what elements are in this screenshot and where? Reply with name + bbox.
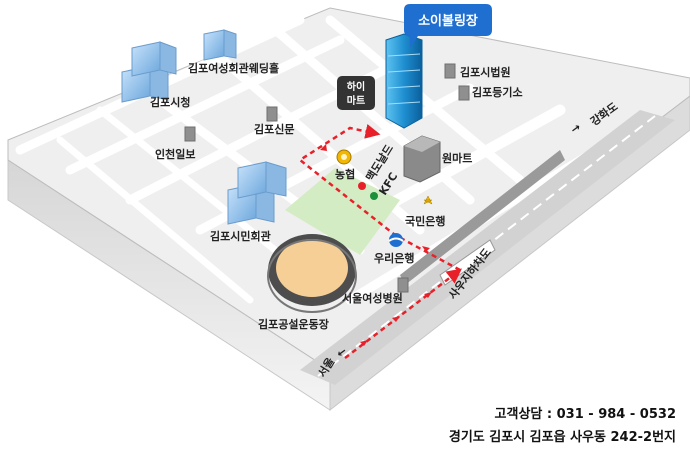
stadium: [267, 234, 357, 313]
contact-phone: 고객상담 : 031 - 984 - 0532: [494, 407, 676, 422]
label-incheon-ilbo: 인천일보: [155, 147, 195, 161]
label-one-mart: 원마트: [442, 151, 472, 165]
label-court: 김포시법원: [460, 65, 511, 79]
hi-mart-badge: 하이 마트: [337, 76, 375, 110]
venue-callout-label: 소이볼링장: [418, 13, 478, 29]
hi-mart-line1: 하이: [347, 80, 365, 93]
label-seoul-womens-hospital: 서울여성병원: [342, 291, 403, 305]
one-mart-building: [403, 135, 441, 183]
label-woori-bank: 우리은행: [374, 251, 414, 265]
bowling-tower: [385, 33, 423, 129]
label-nonghyup: 농협: [335, 167, 355, 181]
label-stadium: 김포공설운동장: [258, 317, 329, 331]
label-wedding-hall: 김포여성회관웨딩홀: [188, 61, 279, 75]
label-registry: 김포등기소: [472, 85, 523, 99]
woori-bank-icon: [388, 233, 404, 247]
label-citizens-hall: 김포시민회관: [210, 229, 271, 243]
kfc-marker-icon: [370, 192, 378, 200]
grey-building-markers: [184, 63, 470, 293]
citizens-hall-buildings: [227, 161, 287, 225]
venue-callout: 소이볼링장: [404, 4, 492, 48]
city-hall-buildings: [121, 29, 237, 103]
mcdonalds-marker-icon: [358, 182, 366, 190]
hi-mart-line2: 마트: [347, 94, 365, 107]
kookmin-bank-icon: [423, 195, 433, 205]
route-path: [297, 124, 462, 359]
label-kookmin-bank: 국민은행: [405, 214, 445, 228]
nonghyup-icon: [336, 149, 352, 165]
park-lawn: [285, 168, 400, 255]
route-arrowheads: [320, 144, 432, 346]
label-city-hall: 김포시청: [150, 95, 190, 109]
contact-address: 경기도 김포시 김포읍 사우동 242-2번지: [448, 430, 676, 445]
label-gimpo-sinmun: 김포신문: [254, 122, 294, 136]
